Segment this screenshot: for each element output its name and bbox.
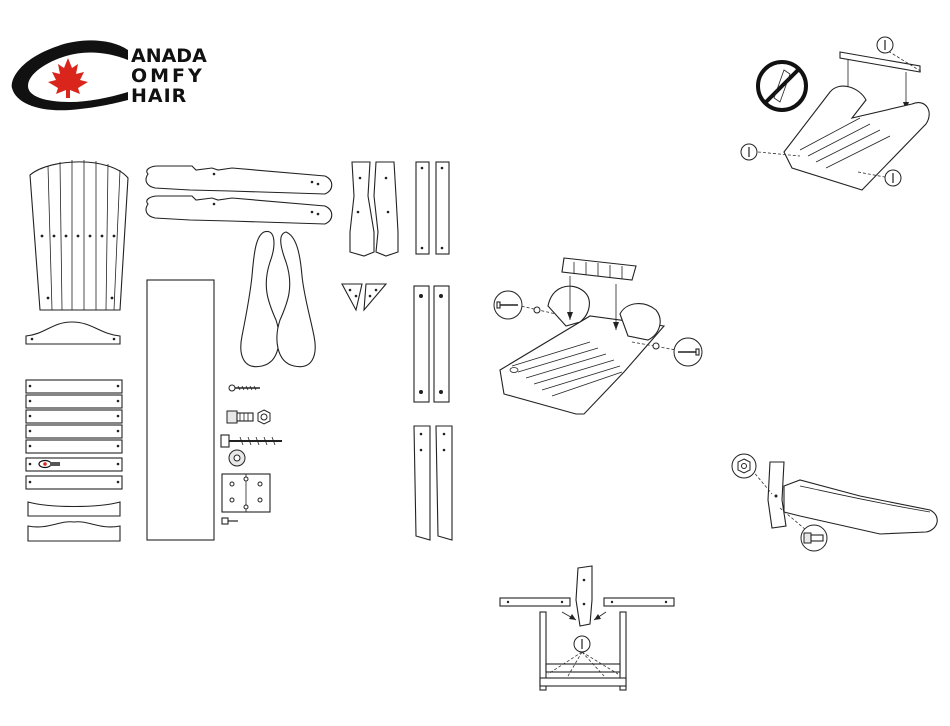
logo-line-1: ANADA bbox=[131, 45, 207, 67]
logo-line-3: HAIR bbox=[131, 85, 187, 107]
bolt-nut-icon bbox=[227, 410, 270, 424]
step-seat-frame bbox=[494, 258, 702, 414]
back-brace bbox=[26, 322, 120, 344]
screw-callout-right bbox=[674, 338, 702, 366]
wood-screw-icon bbox=[229, 385, 260, 391]
corner-brackets bbox=[342, 284, 386, 310]
nail-callout-right bbox=[885, 170, 901, 186]
maple-leaf-icon bbox=[48, 58, 88, 98]
armrests bbox=[241, 231, 315, 366]
nut-callout bbox=[732, 454, 756, 478]
nail-callout-top bbox=[877, 37, 893, 53]
screw-callout-left bbox=[494, 291, 522, 319]
long-board bbox=[147, 280, 214, 540]
seat-slats bbox=[26, 380, 122, 489]
washer-icon bbox=[229, 450, 245, 466]
carriage-bolt-icon bbox=[221, 435, 282, 447]
spacer-block bbox=[562, 258, 636, 280]
nail-callout-bottom bbox=[574, 636, 590, 652]
bolt-callout bbox=[801, 525, 827, 551]
front-trim-lower bbox=[28, 522, 120, 541]
brand-logo: ANADA OMFY HAIR bbox=[12, 40, 207, 110]
front-legs bbox=[350, 162, 398, 256]
step-back-rest-frame bbox=[741, 37, 929, 190]
prohibited-sign-icon bbox=[758, 62, 806, 110]
nail-callout-left bbox=[741, 144, 757, 160]
step-side-assembly bbox=[732, 454, 937, 551]
front-trim-upper bbox=[28, 502, 120, 516]
rear-legs-middle bbox=[414, 286, 449, 402]
small-screw-icon bbox=[222, 518, 238, 524]
arm-rail-lower bbox=[146, 196, 332, 224]
hardware-panel bbox=[221, 385, 282, 524]
logo-line-2: OMFY bbox=[131, 65, 205, 87]
rear-legs-lower bbox=[414, 426, 452, 540]
hinge-icon bbox=[222, 474, 270, 512]
rear-legs-upper bbox=[416, 162, 449, 254]
arm-rail-upper bbox=[146, 166, 332, 194]
step-front-frame bbox=[500, 566, 674, 690]
backrest-panel bbox=[30, 160, 128, 310]
